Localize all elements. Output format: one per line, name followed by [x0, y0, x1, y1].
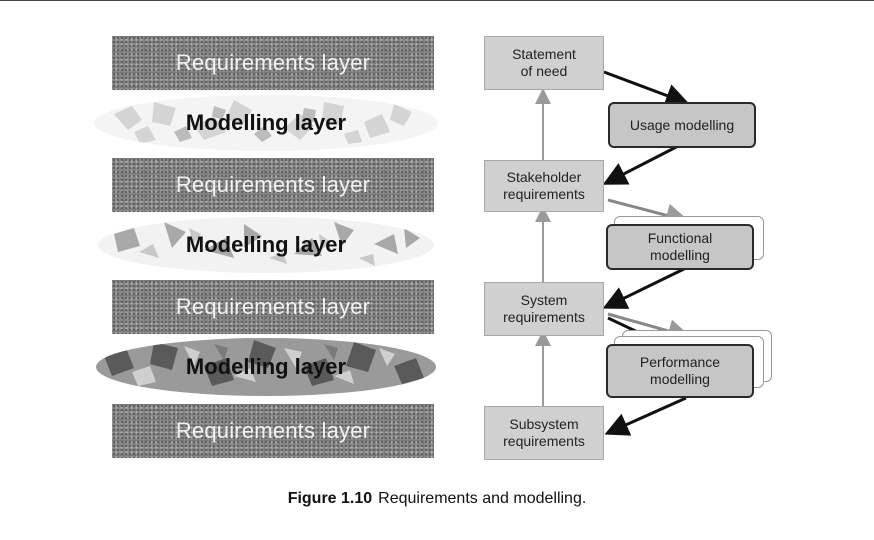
- figure-number: Figure 1.10: [287, 490, 373, 507]
- subsystem-requirements-box: Subsystem requirements: [484, 406, 604, 460]
- top-rule: [0, 0, 874, 1]
- modelling-layer-texture: [94, 95, 438, 151]
- functional-modelling-box: Functional modelling: [606, 224, 754, 270]
- requirements-layer-3: Requirements layer: [112, 280, 434, 334]
- figure-caption: Figure 1.10 Requirements and modelling.: [0, 490, 874, 508]
- modelling-layer-label: Modelling layer: [185, 110, 347, 135]
- modelling-layer-texture: [98, 217, 434, 273]
- requirements-layer-label: Requirements layer: [175, 294, 371, 319]
- requirements-layer-label: Requirements layer: [175, 418, 371, 443]
- usage-modelling-box: Usage modelling: [608, 102, 756, 148]
- stakeholder-requirements-label: Stakeholder requirements: [503, 169, 585, 202]
- modelling-layer-3: Modelling layer: [94, 336, 438, 398]
- requirements-layer-1: Requirements layer: [112, 36, 434, 90]
- modelling-layer-1: Modelling layer: [94, 92, 438, 154]
- performance-modelling-box: Performance modelling: [606, 344, 754, 398]
- modelling-layer-label: Modelling layer: [185, 354, 347, 379]
- figure-caption-text: Requirements and modelling.: [378, 490, 587, 507]
- flow-arrow: [602, 140, 687, 185]
- functional-modelling-label: Functional modelling: [647, 230, 713, 263]
- stakeholder-requirements-box: Stakeholder requirements: [484, 160, 604, 212]
- requirements-layer-label: Requirements layer: [175, 172, 371, 197]
- subsystem-requirements-label: Subsystem requirements: [503, 416, 585, 449]
- usage-modelling-label: Usage modelling: [629, 116, 735, 133]
- modelling-layer-2: Modelling layer: [94, 214, 438, 276]
- flow-arrow: [603, 70, 690, 107]
- flow-arrow: [602, 266, 687, 309]
- statement-of-need-box: Statement of need: [484, 36, 604, 90]
- requirements-layer-2: Requirements layer: [112, 158, 434, 212]
- modelling-layer-texture: [96, 338, 436, 396]
- figure: Requirements layer M: [94, 30, 784, 470]
- requirements-layer-4: Requirements layer: [112, 404, 434, 458]
- flow-arrow: [604, 396, 687, 436]
- system-requirements-label: System requirements: [503, 292, 585, 325]
- requirements-layer-label: Requirements layer: [175, 50, 371, 75]
- system-requirements-box: System requirements: [484, 282, 604, 336]
- statement-of-need-label: Statement of need: [512, 46, 576, 79]
- performance-modelling-label: Performance modelling: [639, 354, 721, 387]
- modelling-layer-label: Modelling layer: [185, 232, 347, 257]
